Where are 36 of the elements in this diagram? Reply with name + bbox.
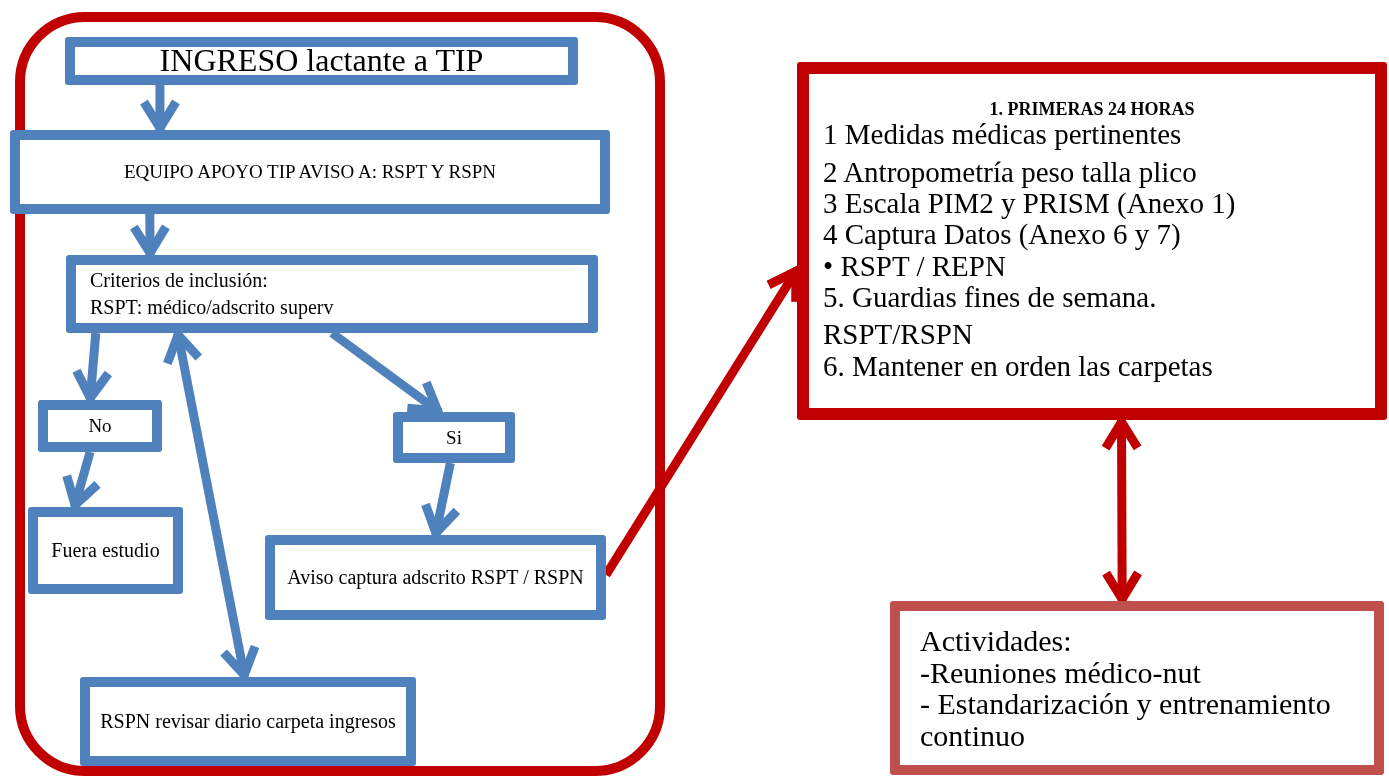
process-box	[10, 130, 610, 214]
box-heading: 1. PRIMERAS 24 HORAS	[988, 100, 1196, 120]
process-box	[80, 677, 416, 766]
box-text: -Reuniones médico-nut	[920, 656, 1202, 688]
box-text: RSPT: médico/adscrito superv	[90, 295, 335, 321]
arrow	[139, 85, 181, 133]
box-text: EQUIPO APOYO TIP AVISO A: RSPT Y RSPN	[122, 160, 498, 185]
process-box	[28, 507, 183, 594]
box-text: No	[87, 414, 113, 439]
box-text: - Estandarización y entrenamiento continuo	[920, 688, 1332, 751]
box-text: 2 Antropometría peso talla plico	[823, 156, 1198, 189]
arrow	[421, 462, 462, 538]
arrow	[129, 213, 171, 258]
box-text: Actividades:	[920, 625, 1073, 657]
box-text: Fuera estudio	[50, 538, 161, 563]
arrow	[62, 450, 103, 510]
process-box	[66, 255, 598, 333]
process-box	[38, 400, 162, 452]
process-box	[393, 412, 515, 463]
box-text: RSPT/RSPN	[823, 319, 974, 351]
process-box	[65, 37, 578, 85]
box-text: RSPN revisar diario carpeta ingresos	[99, 709, 397, 735]
box-text: Criterios de inclusión:	[90, 268, 269, 293]
box-text: Aviso captura adscrito RSPT / RSPN	[286, 565, 585, 591]
box-text: 1 Medidas médicas pertinentes	[823, 119, 1183, 151]
process-box	[890, 601, 1384, 775]
box-text: INGRESO lactante a TIP	[158, 41, 485, 81]
process-box	[265, 535, 606, 620]
box-text: • RSPT / REPN	[823, 250, 1007, 283]
box-text: 3 Escala PIM2 y PRISM (Anexo 1)	[823, 188, 1237, 220]
box-text: Si	[445, 425, 463, 450]
box-text: 4 Captura Datos (Anexo 6 y 7)	[823, 219, 1181, 251]
box-text: 5. Guardias fines de semana.	[823, 282, 1158, 314]
process-box	[797, 62, 1387, 420]
box-text: 6. Mantener en orden las carpetas	[823, 350, 1214, 382]
arrow	[72, 332, 113, 403]
